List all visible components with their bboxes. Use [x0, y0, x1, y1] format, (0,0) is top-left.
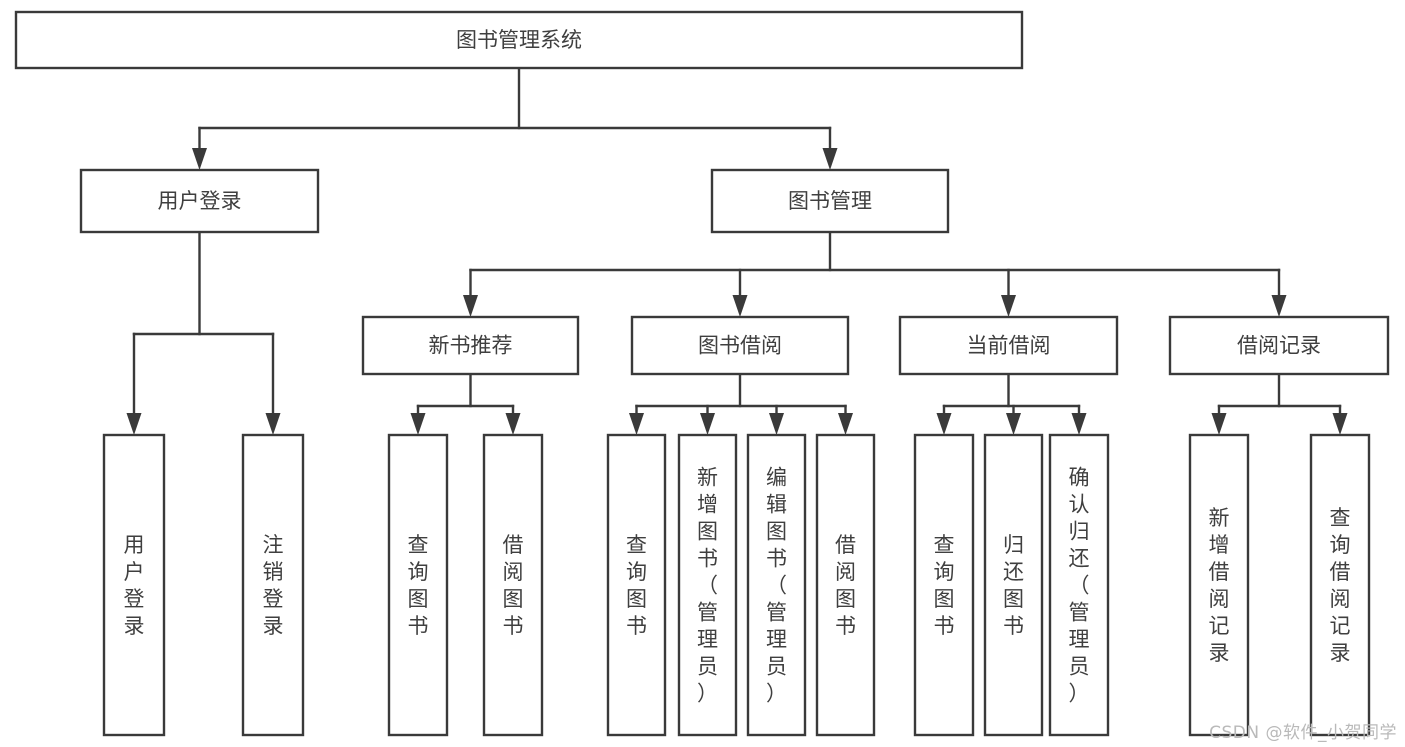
node-leaf-8[interactable]: 查询图书 [913, 433, 975, 737]
arrow-head-11 [700, 413, 715, 435]
node-box[interactable] [898, 315, 1119, 376]
arrow-head-4 [1001, 295, 1016, 317]
node-label: 当前借阅 [967, 334, 1051, 358]
connectors-layer [126, 66, 1348, 435]
node-box[interactable] [677, 433, 738, 737]
arrow-head-17 [1211, 413, 1227, 435]
node-label: 借阅记录 [1237, 334, 1321, 358]
node-label: 查询图书 [934, 533, 955, 638]
node-leaf-0[interactable]: 用户登录 [102, 433, 166, 737]
node-leaf-4[interactable]: 查询图书 [606, 433, 667, 737]
node-leaf-5[interactable]: 新增图书（管理员） [677, 433, 738, 737]
node-label: 用户登录 [158, 189, 242, 213]
node-label: 归还图书 [1003, 533, 1024, 638]
node-box[interactable] [1048, 433, 1110, 737]
node-leaf-11[interactable]: 新增借阅记录 [1188, 433, 1250, 737]
node-box[interactable] [606, 433, 667, 737]
node-label: 新增借阅记录 [1209, 506, 1230, 665]
node-box[interactable] [241, 433, 305, 737]
node-label: 查询借阅记录 [1330, 506, 1351, 665]
arrow-head-6 [126, 413, 142, 435]
node-label: 新增图书（管理员） [697, 466, 718, 706]
node-box[interactable] [630, 315, 850, 376]
node-box[interactable] [913, 433, 975, 737]
node-box[interactable] [1309, 433, 1371, 737]
watermark-text: CSDN @软件_小贺同学 [1209, 723, 1397, 743]
node-label: 借阅图书 [503, 533, 524, 638]
arrow-head-16 [1071, 413, 1087, 435]
node-leaf-3[interactable]: 借阅图书 [482, 433, 544, 737]
arrow-head-0 [192, 148, 207, 170]
arrow-head-5 [1271, 295, 1287, 317]
node-box[interactable] [1168, 315, 1390, 376]
node-level3-2[interactable]: 当前借阅 [898, 315, 1119, 376]
node-leaf-1[interactable]: 注销登录 [241, 433, 305, 737]
node-leaf-10[interactable]: 确认归还（管理员） [1048, 433, 1110, 737]
node-label: 图书借阅 [698, 334, 782, 358]
arrow-head-15 [1006, 413, 1021, 435]
node-leaf-9[interactable]: 归还图书 [983, 433, 1044, 737]
node-box[interactable] [102, 433, 166, 737]
node-level3-0[interactable]: 新书推荐 [361, 315, 580, 376]
node-box[interactable] [983, 433, 1044, 737]
node-leaf-6[interactable]: 编辑图书（管理员） [746, 433, 807, 737]
node-label: 借阅图书 [835, 533, 856, 638]
node-box[interactable] [79, 168, 320, 234]
node-box[interactable] [361, 315, 580, 376]
arrow-head-8 [410, 413, 426, 435]
node-label: 查询图书 [408, 533, 429, 638]
arrow-head-18 [1332, 413, 1348, 435]
node-label: 图书管理系统 [456, 28, 582, 52]
node-label: 图书管理 [788, 189, 872, 213]
node-label: 确认归还（管理员） [1069, 466, 1090, 706]
node-box[interactable] [710, 168, 950, 234]
node-leaf-7[interactable]: 借阅图书 [815, 433, 876, 737]
arrow-head-14 [936, 413, 952, 435]
nodes-layer: 图书管理系统用户登录图书管理新书推荐图书借阅当前借阅借阅记录用户登录注销登录查询… [14, 10, 1390, 737]
arrow-head-3 [732, 295, 748, 317]
node-box[interactable] [746, 433, 807, 737]
node-box[interactable] [815, 433, 876, 737]
node-label: 查询图书 [626, 533, 647, 638]
node-leaf-2[interactable]: 查询图书 [387, 433, 449, 737]
node-box[interactable] [387, 433, 449, 737]
node-label: 注销登录 [263, 533, 284, 638]
node-label: 用户登录 [124, 533, 145, 638]
arrow-head-2 [463, 295, 478, 317]
node-level2-0[interactable]: 用户登录 [79, 168, 320, 234]
arrow-head-9 [505, 413, 521, 435]
node-leaf-12[interactable]: 查询借阅记录 [1309, 433, 1371, 737]
node-root-0[interactable]: 图书管理系统 [14, 10, 1024, 70]
node-box[interactable] [1188, 433, 1250, 737]
node-level3-1[interactable]: 图书借阅 [630, 315, 850, 376]
node-level2-1[interactable]: 图书管理 [710, 168, 950, 234]
arrow-head-10 [629, 413, 644, 435]
node-level3-3[interactable]: 借阅记录 [1168, 315, 1390, 376]
arrow-head-7 [265, 413, 281, 435]
node-label: 编辑图书（管理员） [766, 466, 787, 706]
arrow-head-12 [769, 413, 784, 435]
node-box[interactable] [14, 10, 1024, 70]
arrow-head-13 [838, 413, 853, 435]
arrow-head-1 [822, 148, 838, 170]
node-label: 新书推荐 [429, 334, 513, 358]
node-box[interactable] [482, 433, 544, 737]
